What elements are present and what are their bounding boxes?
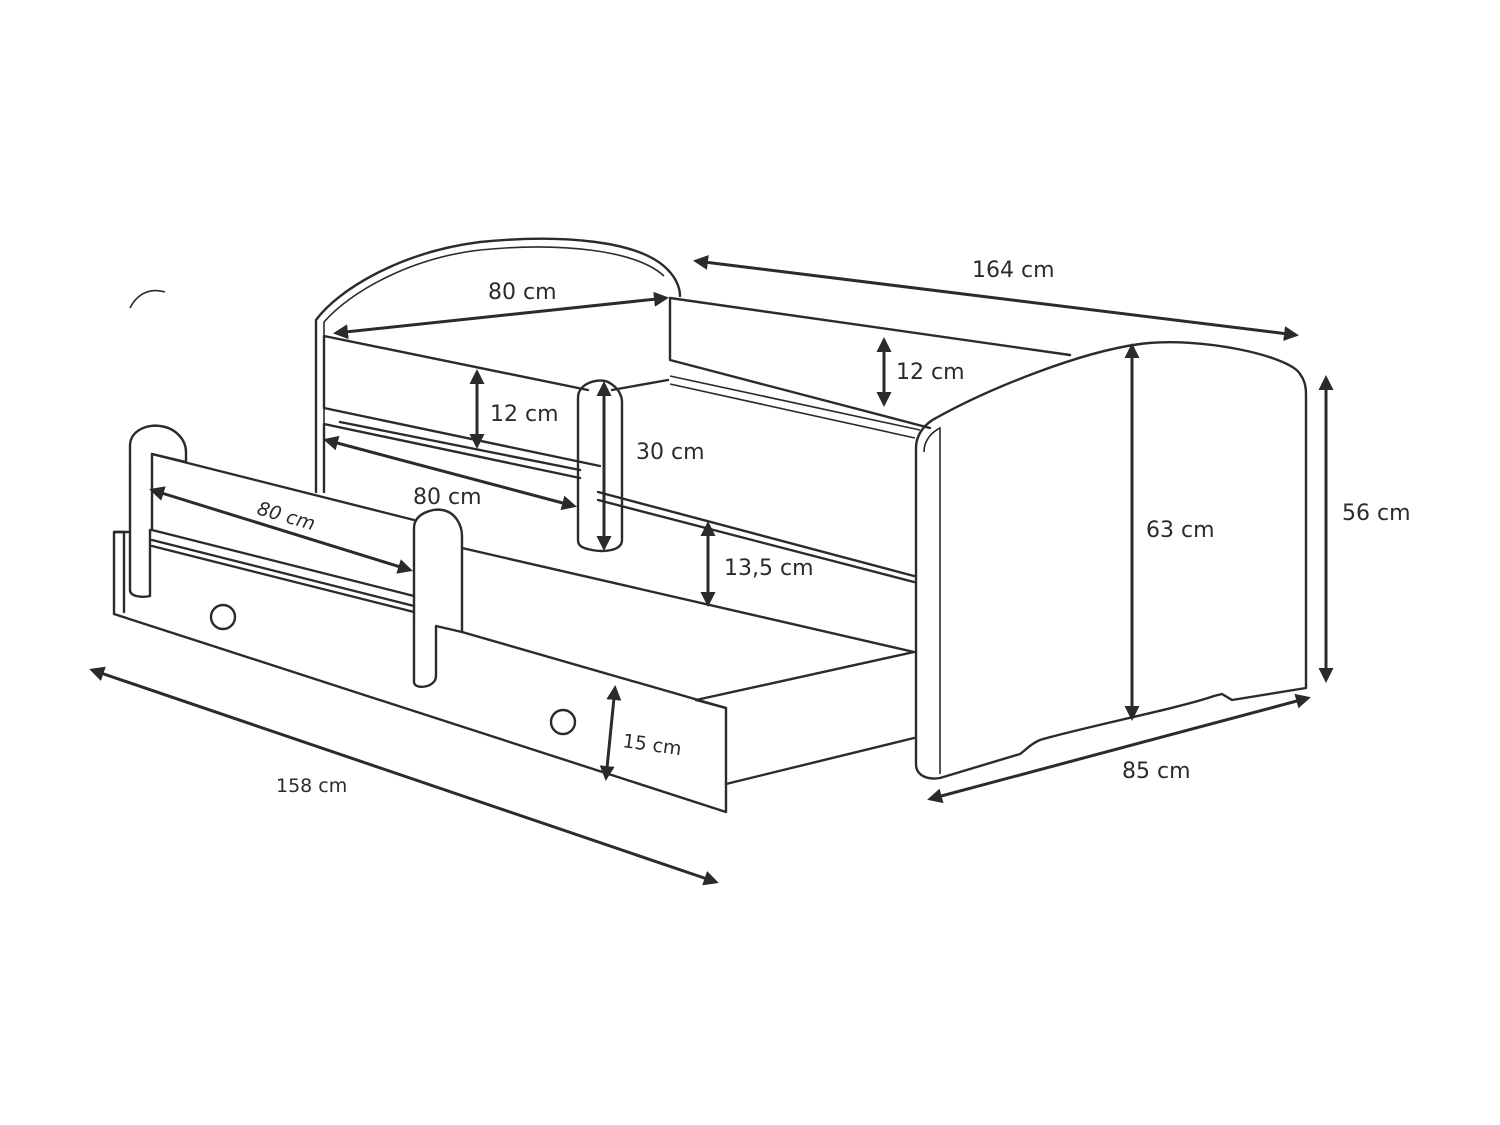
front-guard-right-post [412, 508, 464, 688]
drawer-front [112, 530, 728, 814]
front-footboard-inner-edge [923, 426, 941, 774]
back-rail [668, 296, 1072, 430]
label-headboard-height: 63 cm [1146, 518, 1215, 543]
label-total-height: 56 cm [1342, 501, 1411, 526]
dim-total-length-arrow [693, 255, 1299, 341]
drawer-knob-right [549, 708, 577, 736]
label-head-rail-height: 12 cm [490, 402, 559, 427]
decorative-arc [129, 289, 166, 309]
bed-base [460, 546, 916, 786]
dim-inner-rail-length-arrow [323, 435, 577, 511]
dim-front-guard-length-arrow [149, 486, 413, 574]
head-rail [322, 334, 670, 468]
label-front-guard-length: 80 cm [255, 498, 318, 535]
front-guard-rail [150, 452, 416, 614]
front-guard-left-post [128, 424, 188, 598]
back-rail-lower [669, 375, 921, 439]
dim-drawer-height-arrow [599, 685, 622, 781]
dim-drawer-length-arrow [89, 666, 719, 886]
label-drawer-height: 15 cm [621, 730, 683, 760]
label-guard-height: 30 cm [636, 440, 705, 465]
label-drawer-length: 158 cm [276, 775, 347, 797]
label-total-length: 164 cm [972, 258, 1055, 283]
dim-total-width-arrow [927, 693, 1311, 804]
dim-headboard-width-arrow [333, 291, 669, 340]
label-headboard-width: 80 cm [488, 280, 557, 305]
label-inner-rail-length: 80 cm [413, 485, 482, 510]
label-total-width: 85 cm [1122, 759, 1191, 784]
back-headboard [314, 237, 682, 494]
inner-guard-post [576, 379, 624, 553]
label-back-rail-height: 12 cm [896, 360, 965, 385]
label-mattress-gap: 13,5 cm [724, 556, 814, 581]
drawer-knob-left [209, 603, 237, 631]
